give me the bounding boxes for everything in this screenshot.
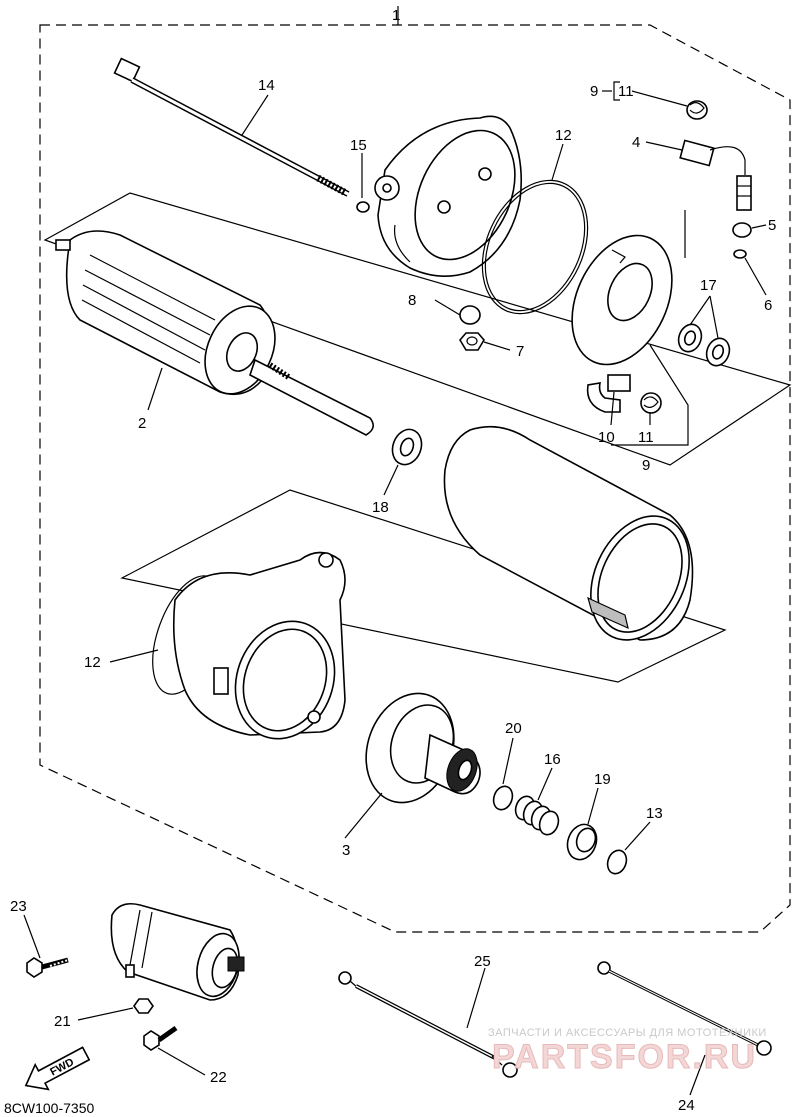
callout-9-bottom: 9 bbox=[642, 457, 650, 474]
callout-14: 14 bbox=[258, 77, 275, 94]
callout-2: 2 bbox=[138, 415, 146, 432]
brush-lead bbox=[679, 139, 752, 211]
spring-top bbox=[686, 100, 708, 120]
callout-4: 4 bbox=[632, 134, 640, 151]
circlip-20 bbox=[492, 785, 514, 811]
callout-12-bottom: 12 bbox=[84, 654, 101, 671]
o-ring-small bbox=[356, 201, 370, 213]
bracket-9-11 bbox=[613, 81, 620, 101]
rear-cover bbox=[374, 115, 523, 277]
collar-19 bbox=[566, 823, 598, 861]
lower-plane bbox=[120, 489, 727, 683]
callout-21: 21 bbox=[54, 1013, 71, 1030]
fwd-arrow-icon: FWD bbox=[24, 1046, 91, 1091]
callout-12-top: 12 bbox=[555, 127, 572, 144]
callout-22: 22 bbox=[210, 1069, 227, 1086]
assembly-boundary bbox=[39, 24, 791, 933]
circlip-13 bbox=[606, 849, 628, 875]
callout-25: 25 bbox=[474, 953, 491, 970]
brush-plate bbox=[571, 234, 673, 366]
washer-8 bbox=[459, 305, 481, 325]
o-ring-large-top-inner bbox=[484, 182, 586, 312]
callout-17: 17 bbox=[700, 277, 717, 294]
bolt-23 bbox=[26, 957, 69, 978]
callout-6: 6 bbox=[764, 297, 772, 314]
callout-15: 15 bbox=[350, 137, 367, 154]
callout-18: 18 bbox=[372, 499, 389, 516]
watermark-tagline: ЗАПЧАСТИ И АКСЕССУАРЫ ДЛЯ МОТОТЕХНИКИ bbox=[488, 1027, 767, 1039]
callout-13: 13 bbox=[646, 805, 663, 822]
lead-wire-25 bbox=[338, 971, 518, 1078]
callout-11-top: 11 bbox=[618, 83, 634, 100]
brush-spring bbox=[640, 392, 662, 414]
front-cover bbox=[172, 551, 346, 740]
nut-21 bbox=[133, 998, 154, 1014]
washer-17a-hole bbox=[683, 330, 697, 346]
o-ring-large-top bbox=[481, 179, 589, 315]
leader-lines bbox=[23, 90, 767, 1096]
starter-motor-assembled bbox=[110, 902, 245, 1001]
starter-clutch bbox=[365, 692, 481, 804]
yoke-housing bbox=[443, 425, 694, 641]
callout-9-top: 9 bbox=[590, 83, 598, 100]
washer-5 bbox=[732, 222, 752, 238]
lead-wire-24 bbox=[597, 961, 772, 1056]
bolt-22 bbox=[143, 1025, 178, 1051]
callout-10: 10 bbox=[598, 429, 615, 446]
callout-24: 24 bbox=[678, 1097, 695, 1114]
callout-7: 7 bbox=[516, 343, 524, 360]
washer-17b-hole bbox=[711, 344, 725, 360]
armature bbox=[55, 230, 374, 436]
callout-3: 3 bbox=[342, 842, 350, 859]
callout-5: 5 bbox=[768, 217, 776, 234]
brush-holder bbox=[586, 374, 631, 413]
callout-19: 19 bbox=[594, 771, 611, 788]
diagram-code: 8CW100-7350 bbox=[4, 1100, 94, 1116]
nut-7 bbox=[459, 332, 485, 351]
o-ring-6 bbox=[733, 249, 747, 259]
callout-20: 20 bbox=[505, 720, 522, 737]
fwd-label: FWD bbox=[48, 1056, 76, 1078]
through-bolt bbox=[113, 57, 350, 197]
upper-plane bbox=[43, 192, 792, 466]
callout-11: 11 bbox=[638, 429, 654, 446]
callout-1: 1 bbox=[392, 7, 400, 24]
watermark-logo: PARTSFOR.RU bbox=[492, 1038, 757, 1076]
callout-8: 8 bbox=[408, 292, 416, 309]
spring-16 bbox=[514, 795, 560, 836]
callout-16: 16 bbox=[544, 751, 561, 768]
washer-18-hole bbox=[399, 437, 415, 457]
callout-23: 23 bbox=[10, 898, 27, 915]
